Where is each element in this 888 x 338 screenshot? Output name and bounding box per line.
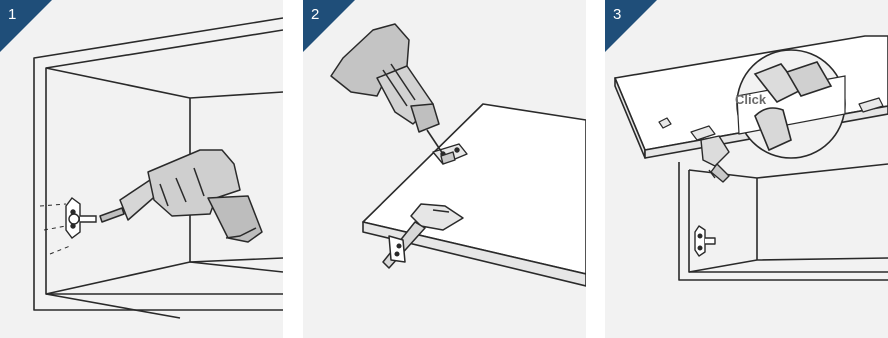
step-panel-2: 2	[303, 0, 586, 338]
step-number: 2	[311, 6, 319, 23]
step-panel-3: Click 3	[605, 0, 888, 338]
step-panel-1: 1	[0, 0, 283, 338]
click-label: Click	[735, 92, 767, 107]
mounting-plate-icon	[695, 226, 715, 256]
drill-icon	[100, 150, 262, 242]
mounting-plate-icon	[66, 198, 96, 238]
step-number: 1	[8, 6, 16, 23]
step-number: 3	[613, 6, 621, 23]
